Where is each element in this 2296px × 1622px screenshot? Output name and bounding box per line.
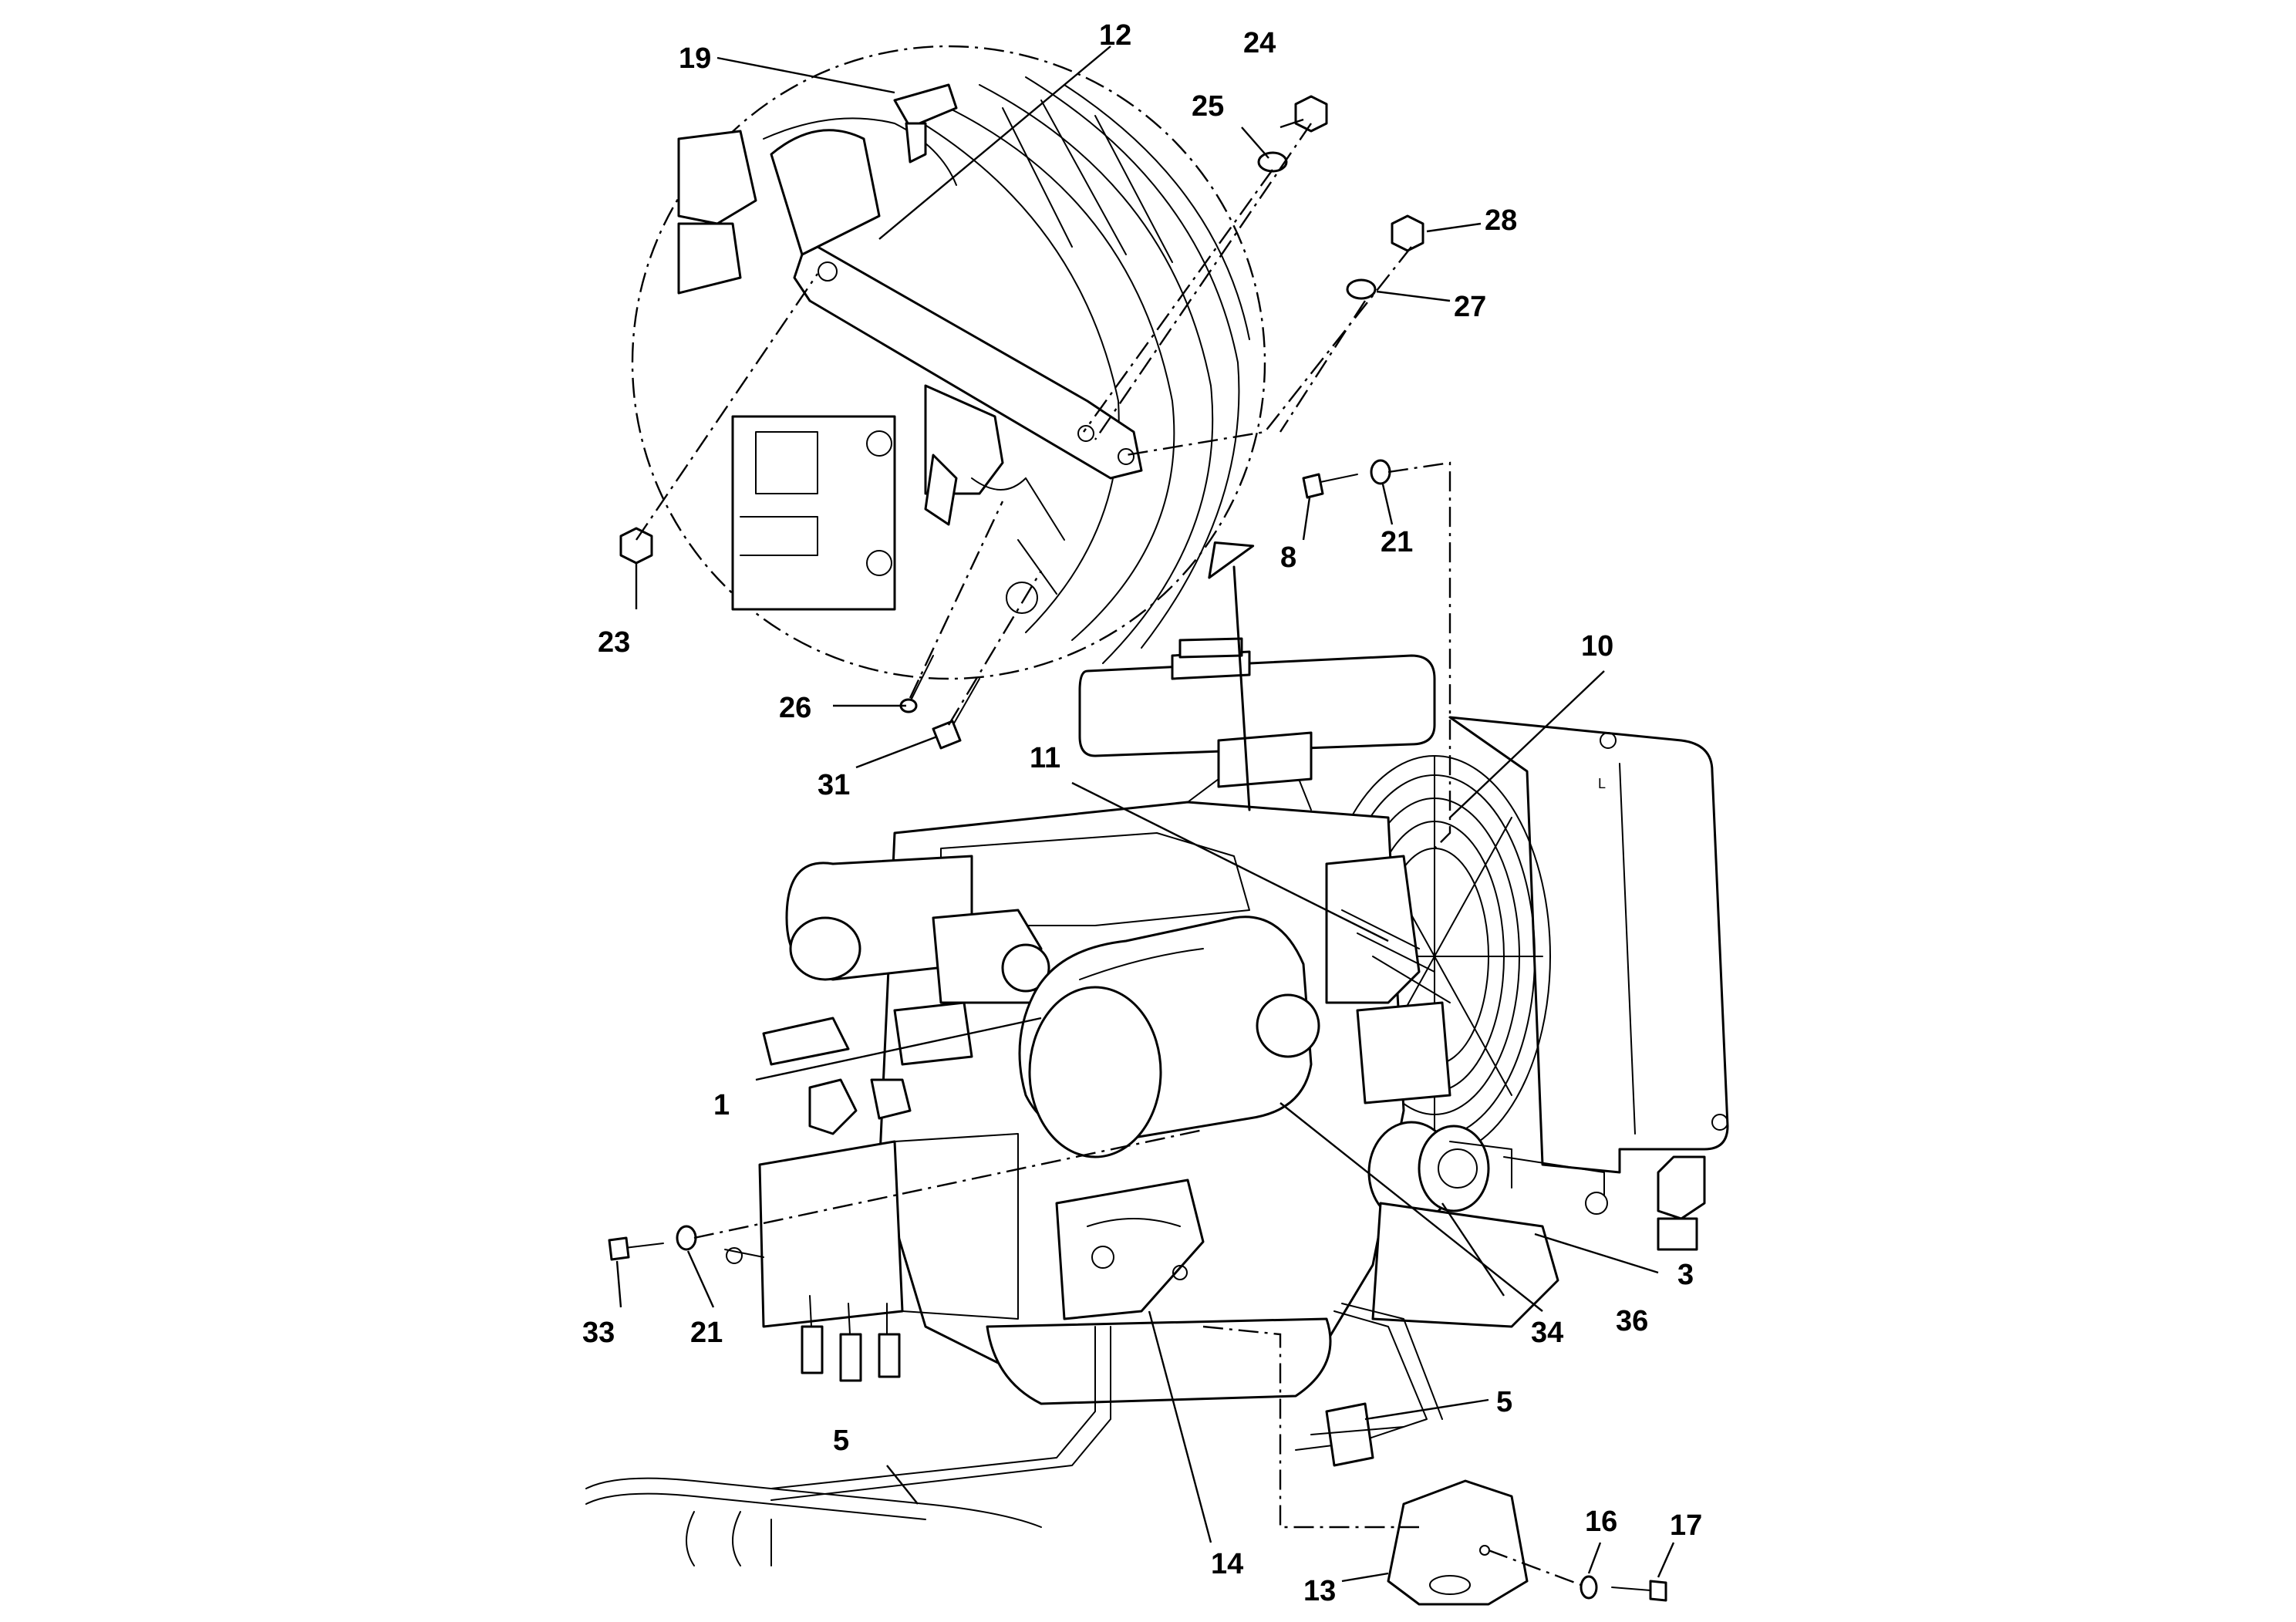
fitting-part	[893, 83, 958, 129]
callout-17: 17	[1670, 1509, 1702, 1542]
callout-14: 14	[1211, 1548, 1243, 1580]
callout-10: 10	[1581, 630, 1613, 663]
callout-19: 19	[679, 42, 711, 75]
callout-8: 8	[1280, 541, 1296, 574]
detail-circle-boundary	[631, 45, 1266, 680]
callout-23: 23	[598, 626, 630, 659]
leader-lines	[615, 46, 1675, 1583]
radiator-mark: L	[1598, 776, 1606, 791]
callouts: 19 12 24 25 28 27 8 21 23 10 26 11 31 1 …	[582, 19, 1702, 1607]
callout-1: 1	[713, 1089, 730, 1121]
callout-21-top: 21	[1381, 526, 1413, 558]
callout-5-right: 5	[1496, 1386, 1512, 1418]
radiator	[1448, 716, 1729, 1174]
bracket-part	[793, 245, 1143, 480]
callout-31: 31	[818, 769, 850, 801]
mount-bracket-part	[1387, 1479, 1529, 1606]
detail-view	[631, 45, 1266, 680]
callout-16: 16	[1585, 1506, 1617, 1538]
callout-28: 28	[1485, 204, 1517, 237]
callout-33: 33	[582, 1317, 615, 1349]
callout-3: 3	[1677, 1259, 1694, 1291]
callout-5-left: 5	[833, 1425, 849, 1457]
callout-13: 13	[1303, 1575, 1336, 1607]
engine-assembly	[585, 541, 1729, 1566]
callout-26: 26	[779, 692, 811, 724]
alignment-lines	[636, 123, 1582, 1587]
callout-21-bottom: 21	[690, 1317, 723, 1349]
callout-34: 34	[1531, 1317, 1563, 1349]
callout-27: 27	[1454, 291, 1486, 323]
callout-24: 24	[1243, 27, 1276, 59]
nut-part	[1294, 95, 1328, 133]
hydraulic-block	[758, 1140, 904, 1328]
washer-part	[1257, 151, 1288, 173]
loose-parts	[608, 95, 1667, 1606]
callout-12: 12	[1099, 19, 1131, 52]
expansion-tank	[1078, 654, 1436, 757]
callout-11: 11	[1030, 742, 1060, 774]
callout-36: 36	[1616, 1305, 1648, 1337]
callout-25: 25	[1192, 90, 1224, 123]
